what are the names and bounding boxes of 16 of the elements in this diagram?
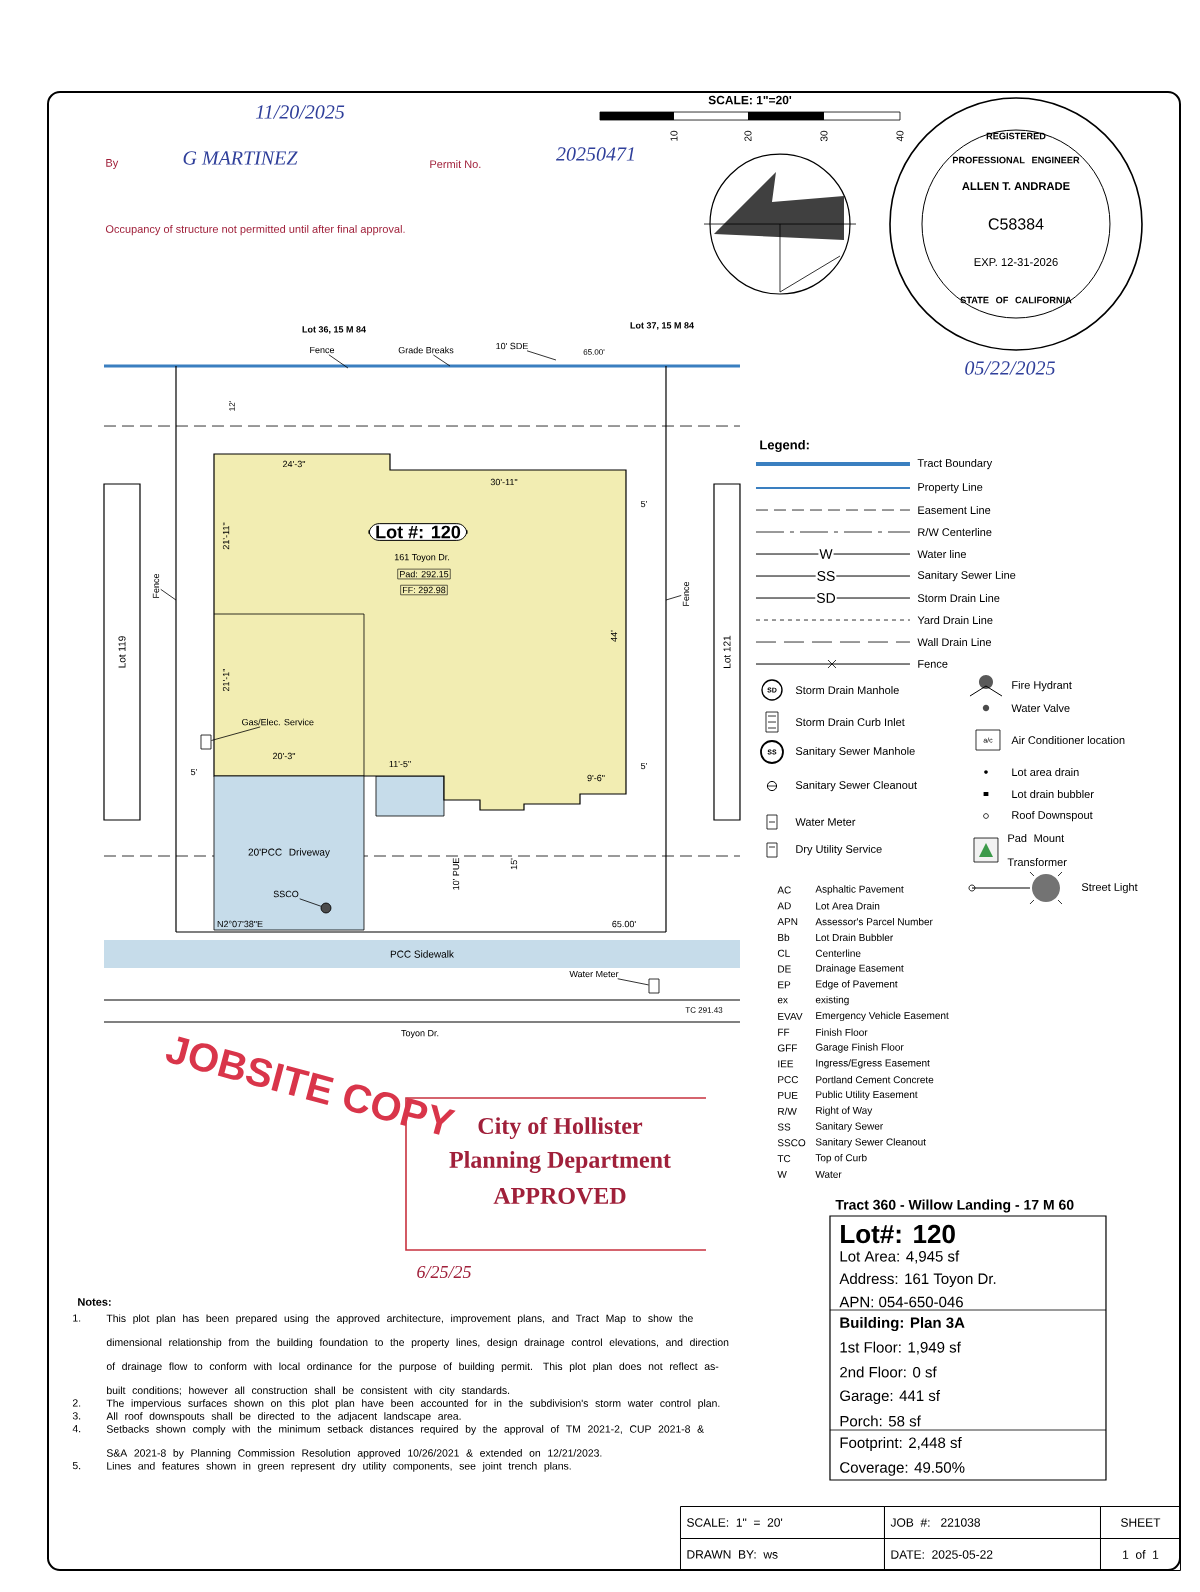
leader-line <box>617 978 649 986</box>
handwritten-date: 6/25/25 <box>417 1265 471 1279</box>
leader-line <box>432 354 451 367</box>
cleanout-symbol <box>320 902 332 914</box>
leader-line <box>328 354 349 369</box>
leader-line <box>665 595 682 601</box>
meter-box <box>648 978 660 994</box>
handwritten-date: 11/20/2025 <box>255 105 345 119</box>
handwritten-name: G MARTINEZ <box>183 151 298 165</box>
leader-line <box>211 726 261 741</box>
handwritten-date: 05/22/2025 <box>965 361 1055 375</box>
meter-box <box>200 734 212 750</box>
leader-line <box>160 588 177 601</box>
leader-line <box>299 898 322 907</box>
handwritten-number: 20250471 <box>556 147 634 161</box>
leader-line <box>526 350 557 361</box>
